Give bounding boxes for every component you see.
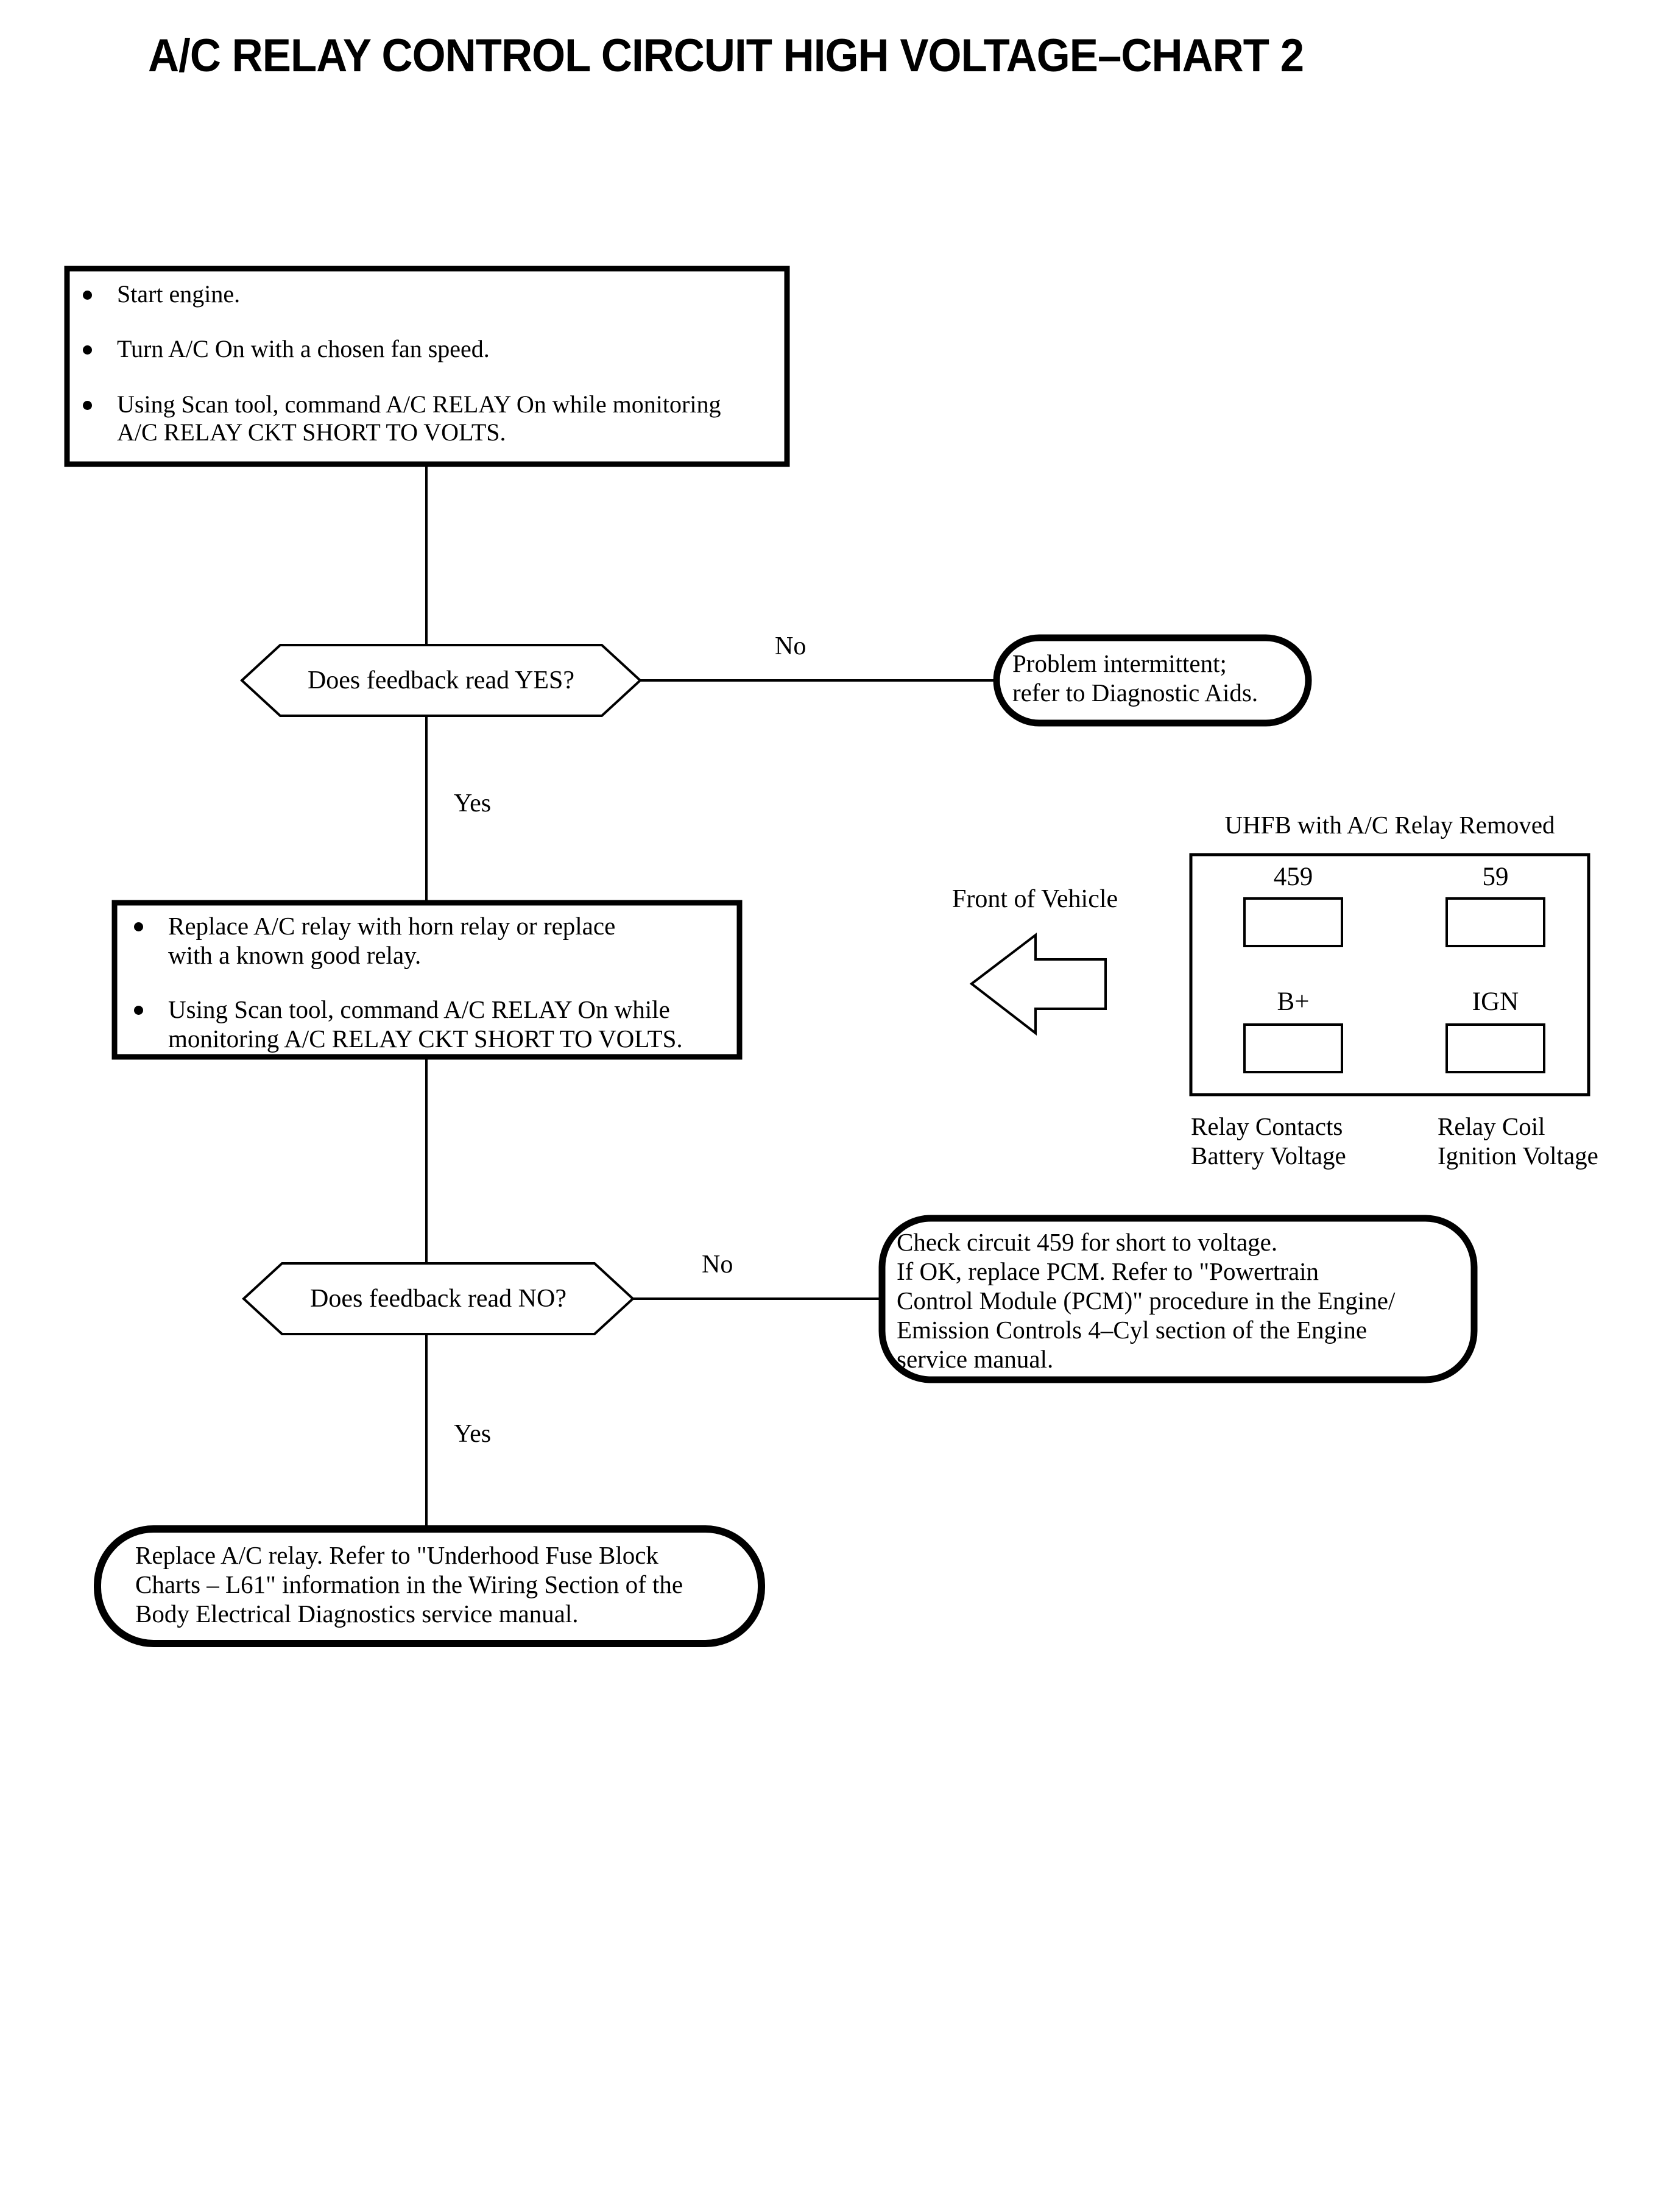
step1-bullet-3-line1: Using Scan tool, command A/C RELAY On wh… bbox=[117, 390, 721, 418]
uhfb-footnote-right: Relay Coil Ignition Voltage bbox=[1438, 1112, 1680, 1171]
uhfb-footnote-right-line2: Ignition Voltage bbox=[1438, 1142, 1598, 1170]
terminal-cavity-ign bbox=[1445, 1023, 1545, 1073]
terminal-label-459: 459 bbox=[1273, 863, 1313, 891]
edge-label-no-2: No bbox=[702, 1251, 733, 1279]
front-of-vehicle-label: Front of Vehicle bbox=[952, 885, 1118, 913]
decision2-label-wrap: Does feedback read NO? bbox=[244, 1284, 633, 1313]
terminator3-line1: Replace A/C relay. Refer to "Underhood F… bbox=[135, 1541, 658, 1569]
step1-bullet-2: Turn A/C On with a chosen fan speed. bbox=[68, 335, 787, 363]
terminal-label-ign: IGN bbox=[1472, 987, 1519, 1016]
terminator2-line3: Control Module (PCM)" procedure in the E… bbox=[897, 1286, 1396, 1315]
terminator2-text: Check circuit 459 for short to voltage. … bbox=[897, 1228, 1469, 1374]
step2-content: Replace A/C relay with horn relay or rep… bbox=[119, 912, 735, 1053]
step1-bullet-3: Using Scan tool, command A/C RELAY On wh… bbox=[68, 390, 787, 447]
terminator3-line2: Charts – L61" information in the Wiring … bbox=[135, 1570, 683, 1598]
terminator3-box bbox=[94, 1525, 765, 1647]
front-of-vehicle-arrow bbox=[969, 932, 1107, 1036]
step2-bullet-1-line2: with a known good relay. bbox=[168, 941, 422, 969]
terminator1-line2: refer to Diagnostic Aids. bbox=[1012, 678, 1258, 707]
edge-label-yes-1: Yes bbox=[454, 789, 492, 817]
decision1-hexagon bbox=[240, 644, 642, 717]
uhfb-footnote-left: Relay Contacts Battery Voltage bbox=[1191, 1112, 1447, 1171]
terminator2-line5: service manual. bbox=[897, 1344, 1054, 1373]
step1-bullet-1: Start engine. bbox=[68, 280, 787, 308]
uhfb-caption: UHFB with A/C Relay Removed bbox=[1224, 811, 1555, 839]
terminator2-line4: Emission Controls 4–Cyl section of the E… bbox=[897, 1315, 1368, 1344]
terminator2-line1: Check circuit 459 for short to voltage. bbox=[897, 1228, 1278, 1256]
terminator1-text: Problem intermittent; refer to Diagnosti… bbox=[1012, 649, 1299, 708]
step1-content: Start engine. Turn A/C On with a chosen … bbox=[68, 280, 787, 447]
step2-bullet-2: Using Scan tool, command A/C RELAY On wh… bbox=[119, 995, 735, 1053]
terminator3-line3: Body Electrical Diagnostics service manu… bbox=[135, 1599, 579, 1628]
terminal-label-bplus: B+ bbox=[1277, 987, 1310, 1016]
step2-bullet-1-line1: Replace A/C relay with horn relay or rep… bbox=[168, 912, 616, 940]
step2-bullet-1: Replace A/C relay with horn relay or rep… bbox=[119, 912, 735, 970]
terminator3-text: Replace A/C relay. Refer to "Underhood F… bbox=[135, 1541, 757, 1629]
terminal-cavity-59 bbox=[1445, 897, 1545, 947]
edge-label-yes-2: Yes bbox=[454, 1420, 492, 1448]
step2-bullet-2-line2: monitoring A/C RELAY CKT SHORT TO VOLTS. bbox=[168, 1024, 683, 1053]
terminator2-line2: If OK, replace PCM. Refer to "Powertrain bbox=[897, 1257, 1319, 1285]
step1-bullet-3-line2: A/C RELAY CKT SHORT TO VOLTS. bbox=[117, 418, 506, 447]
terminator1-box bbox=[993, 634, 1312, 727]
step2-box bbox=[111, 900, 743, 1060]
terminal-label-59: 59 bbox=[1482, 863, 1509, 891]
decision1-label: Does feedback read YES? bbox=[307, 666, 575, 694]
uhfb-footnote-left-line1: Relay Contacts bbox=[1191, 1112, 1343, 1140]
terminal-cavity-459 bbox=[1243, 897, 1343, 947]
page-title: A/C RELAY CONTROL CIRCUIT HIGH VOLTAGE–C… bbox=[148, 30, 1304, 82]
step1-box bbox=[64, 266, 790, 467]
edge-label-no-1: No bbox=[775, 632, 806, 660]
terminator2-box bbox=[878, 1215, 1478, 1383]
decision2-label: Does feedback read NO? bbox=[310, 1285, 566, 1313]
terminator1-line1: Problem intermittent; bbox=[1012, 649, 1227, 677]
step2-bullet-2-line1: Using Scan tool, command A/C RELAY On wh… bbox=[168, 995, 670, 1024]
decision2-hexagon bbox=[242, 1262, 635, 1335]
uhfb-footnote-left-line2: Battery Voltage bbox=[1191, 1142, 1346, 1170]
decision1-label-wrap: Does feedback read YES? bbox=[242, 666, 640, 695]
uhfb-footnote-right-line1: Relay Coil bbox=[1438, 1112, 1545, 1140]
terminal-cavity-bplus bbox=[1243, 1023, 1343, 1073]
